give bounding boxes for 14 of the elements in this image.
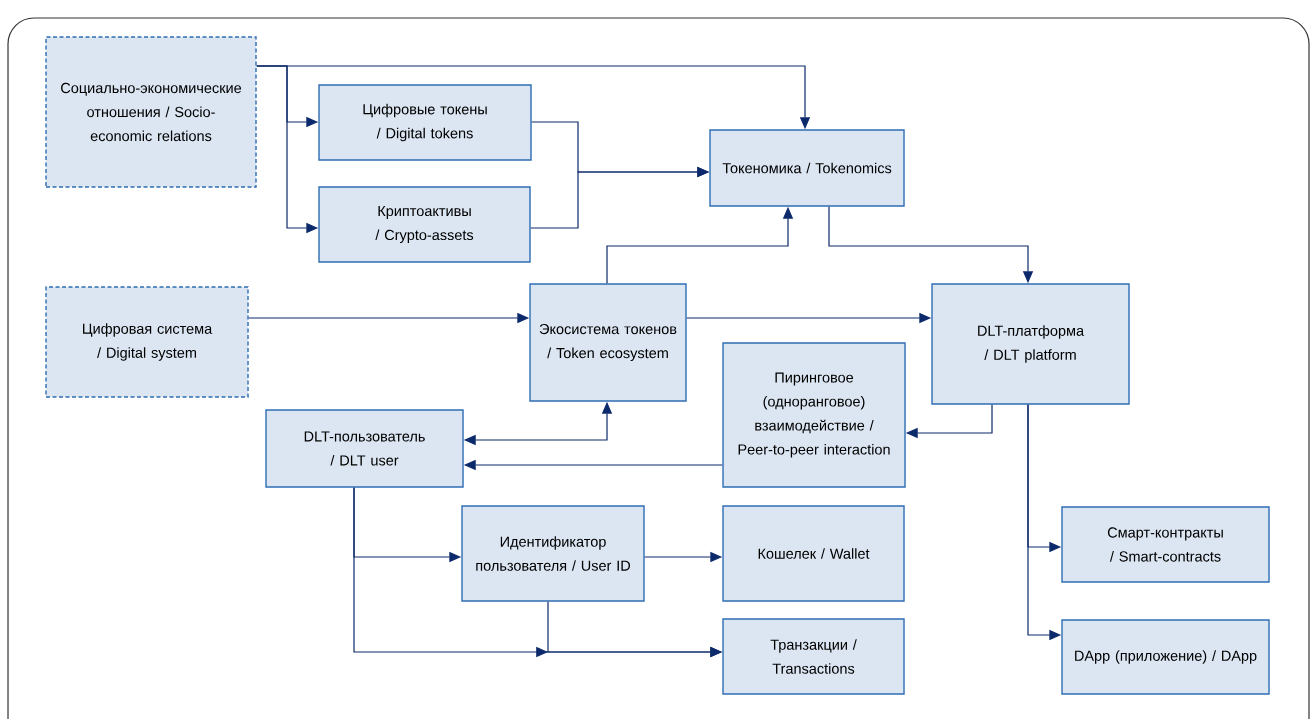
process-box: Экосистема токенов / Token ecosystem [529, 283, 687, 402]
process-box: Идентификатор пользователя / User ID [461, 505, 645, 602]
process-box: Смарт-контракты / Smart-contracts [1061, 506, 1270, 583]
process-box: Криптоактивы / Crypto-assets [318, 186, 531, 263]
process-box: Цифровые токены / Digital tokens [318, 84, 532, 161]
dashed-box: Цифровая система / Digital system [45, 286, 249, 398]
process-box: DApp (приложение) / DApp [1061, 619, 1270, 695]
process-box: DLT-пользователь / DLT user [265, 409, 464, 488]
dashed-box: Социально-экономические отношения / Socio-economic relations [45, 36, 257, 188]
process-box: Кошелек / Wallet [722, 505, 905, 602]
process-box: Токеномика / Tokenomics [709, 129, 905, 207]
process-box: Транзакции / Transactions [722, 618, 905, 695]
process-box: DLT-платформа / DLT platform [931, 283, 1130, 405]
process-box: Пиринговое (одноранговое) взаимодействие / Peer-to-peer interaction [722, 342, 906, 488]
